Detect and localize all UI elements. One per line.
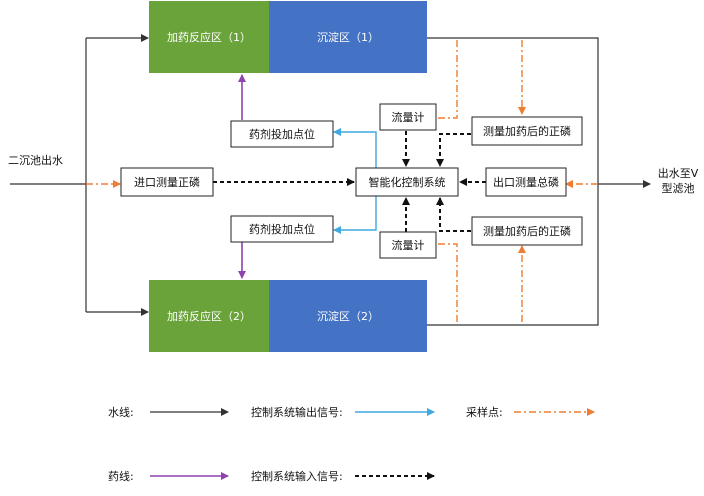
inlet-measure-box: 进口测量正磷 xyxy=(120,167,214,197)
dose-point-top-box: 药剂投加点位 xyxy=(230,120,334,148)
outlet-measure-label: 出口测量总磷 xyxy=(493,175,559,189)
settle-zone-1-label: 沉淀区（1） xyxy=(317,30,379,44)
legend-dosing: 药线: xyxy=(108,469,229,483)
legend: 水线: 控制系统输出信号: 采样点: 药线: 控制系统输入信号: xyxy=(108,405,595,483)
legend-sampling-label: 采样点: xyxy=(466,405,503,419)
water-lines xyxy=(10,34,651,326)
control-system-box: 智能化控制系统 xyxy=(355,167,459,197)
inlet-measure-label: 进口测量正磷 xyxy=(134,176,200,189)
flow-meter-bottom-box: 流量计 xyxy=(379,231,437,259)
settle-zone-1 xyxy=(269,1,427,73)
legend-water-label: 水线: xyxy=(108,405,134,419)
dose-point-top-label: 药剂投加点位 xyxy=(249,127,315,141)
sampling-settle1-to-flow xyxy=(438,40,458,119)
settle-zone-2-label: 沉淀区（2） xyxy=(317,309,379,323)
reaction-zone-1-label: 加药反应区（1） xyxy=(167,30,251,44)
flow-meter-top-label: 流量计 xyxy=(392,110,425,124)
measure-after-top-box: 测量加药后的正磷 xyxy=(471,116,583,146)
measure-after-bottom-box: 测量加药后的正磷 xyxy=(471,216,583,246)
legend-dosing-label: 药线: xyxy=(108,469,134,483)
legend-water: 水线: xyxy=(108,405,229,419)
measure-after-bottom-label: 测量加药后的正磷 xyxy=(483,224,571,238)
flow-meter-bottom-label: 流量计 xyxy=(392,238,425,252)
settle-zone-2 xyxy=(269,280,427,352)
legend-control-output-label: 控制系统输出信号: xyxy=(251,405,343,419)
legend-control-input: 控制系统输入信号: xyxy=(251,469,435,483)
water-from-settle1 xyxy=(427,37,599,184)
control-system-label: 智能化控制系统 xyxy=(369,175,446,189)
cin-measure-bottom xyxy=(436,197,471,232)
sampling-lines xyxy=(86,40,598,322)
flow-meter-top-box: 流量计 xyxy=(379,103,437,131)
control-input-lines xyxy=(213,131,486,232)
water-from-settle2 xyxy=(427,184,599,326)
cout-to-dose-bottom xyxy=(333,196,377,234)
legend-control-output: 控制系统输出信号: xyxy=(251,405,435,419)
legend-control-input-label: 控制系统输入信号: xyxy=(251,469,343,483)
dose-point-bottom-label: 药剂投加点位 xyxy=(249,222,315,236)
sampling-settle2-to-flow xyxy=(438,243,458,322)
tank-train-1: 加药反应区（1） 沉淀区（1） xyxy=(149,1,427,73)
measure-after-top-label: 测量加药后的正磷 xyxy=(483,124,571,138)
reaction-zone-2 xyxy=(149,280,269,352)
dose-point-bottom-box: 药剂投加点位 xyxy=(230,215,334,243)
tank-train-2: 加药反应区（2） 沉淀区（2） xyxy=(149,280,427,352)
outlet-label-line2: 型滤池 xyxy=(662,181,695,195)
inlet-label: 二沉池出水 xyxy=(8,153,63,167)
outlet-measure-box: 出口测量总磷 xyxy=(485,167,567,197)
cout-to-dose-top xyxy=(333,128,377,168)
control-output-lines xyxy=(333,128,377,234)
legend-sampling: 采样点: xyxy=(466,405,595,419)
reaction-zone-1 xyxy=(149,1,269,73)
reaction-zone-2-label: 加药反应区（2） xyxy=(167,309,251,323)
outlet-label-line1: 出水至V xyxy=(658,166,699,180)
cin-measure-top xyxy=(436,133,471,167)
